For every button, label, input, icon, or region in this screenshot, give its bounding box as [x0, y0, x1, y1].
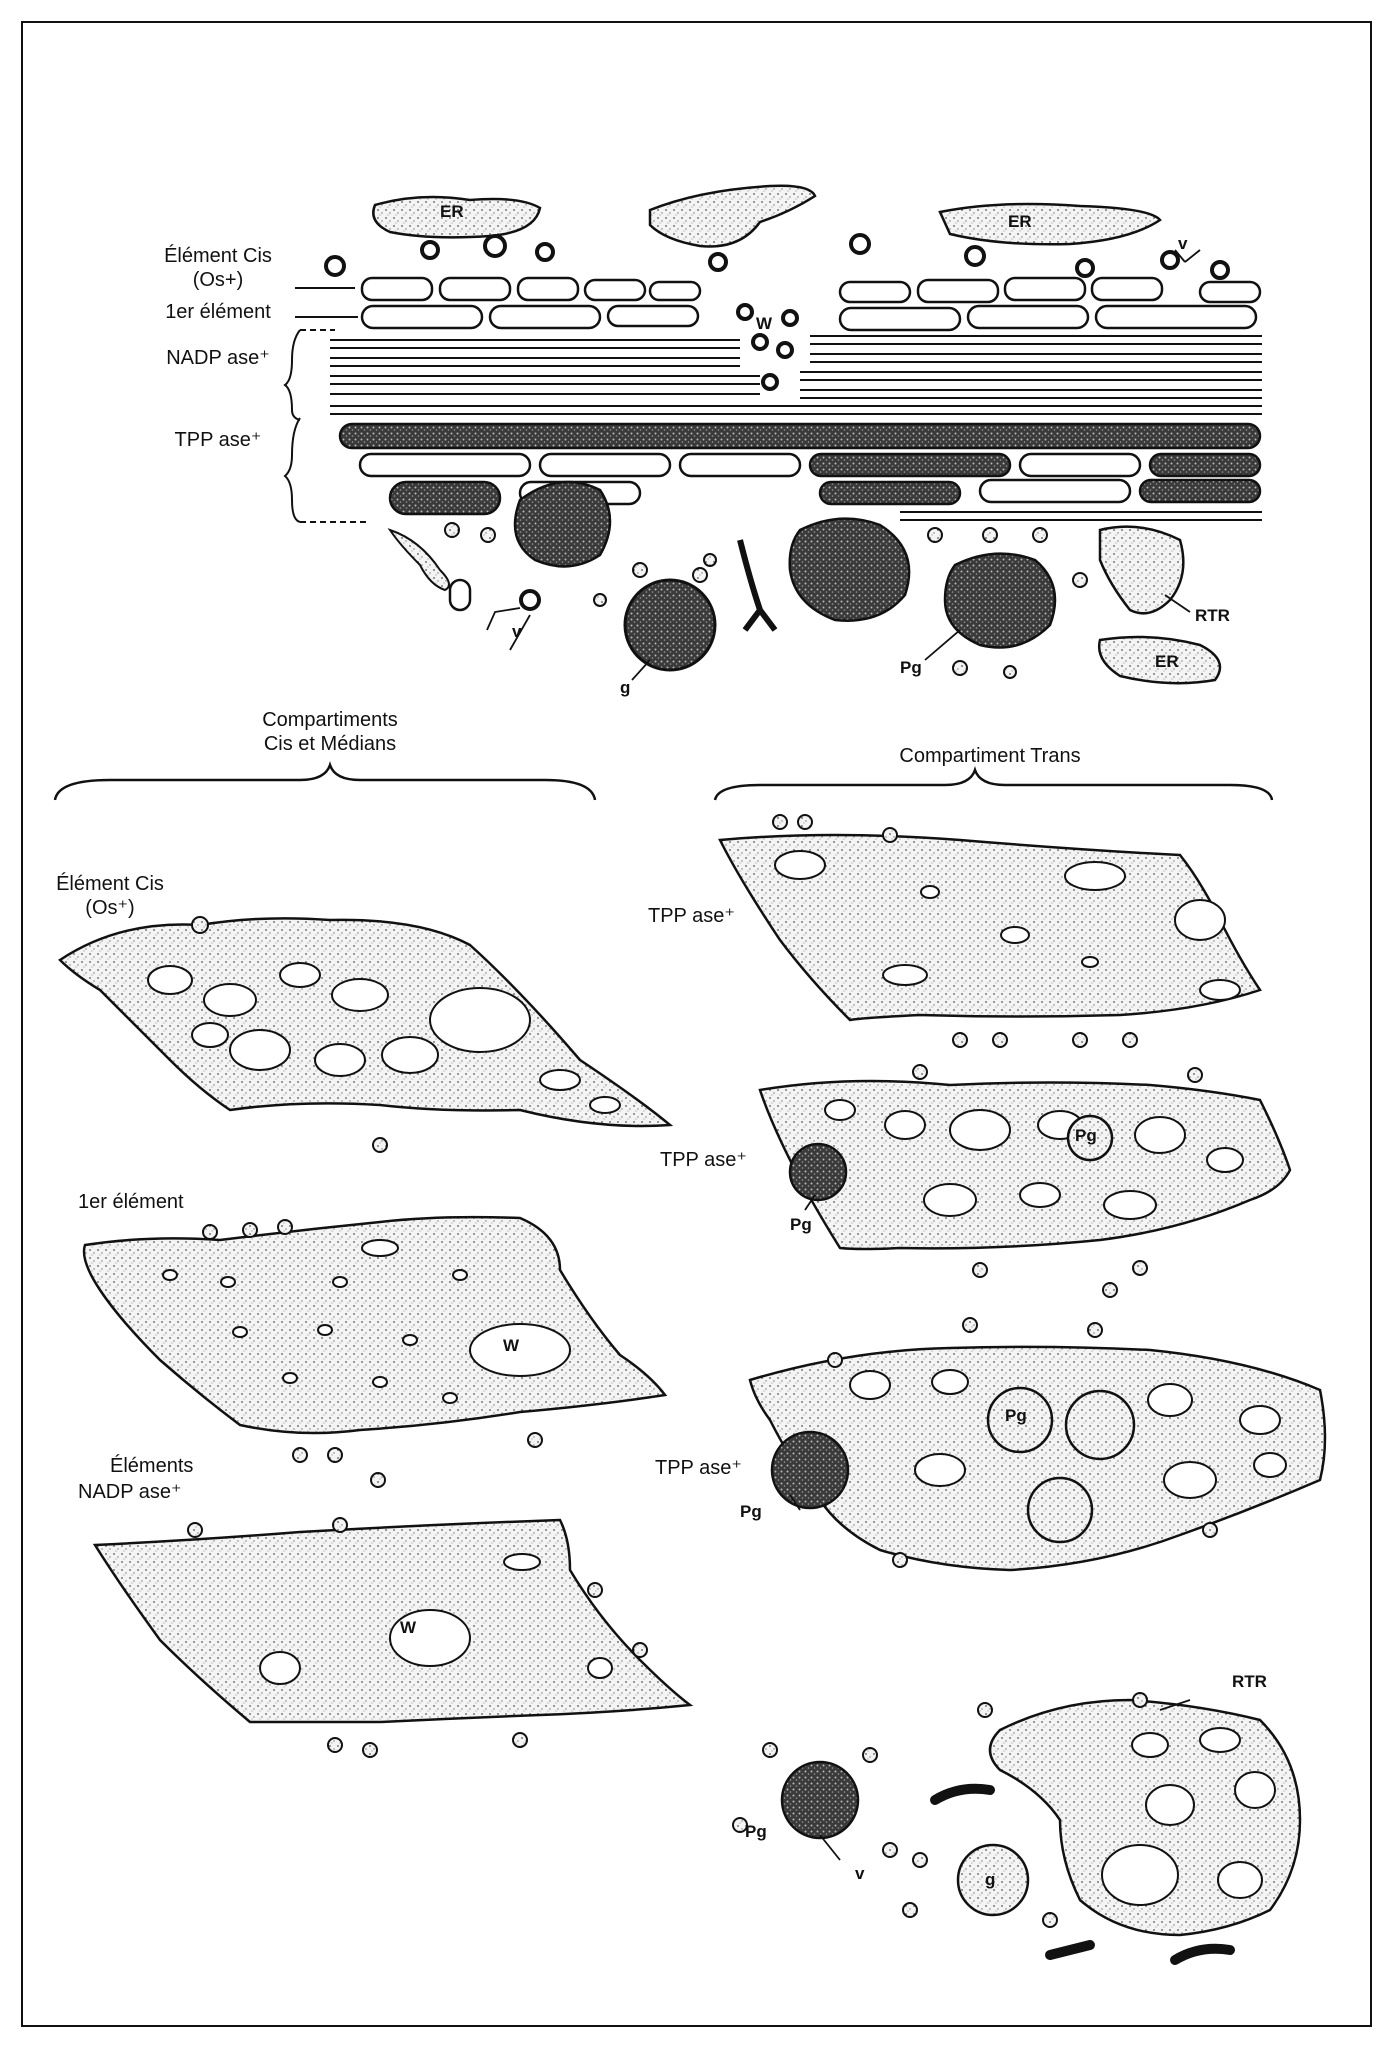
figure-frame — [21, 21, 1372, 2027]
vesicles-bottom — [444, 522, 1088, 679]
tubule-bottom-b — [1170, 1943, 1235, 1965]
label-cis-element-top: Élément Cis — [164, 245, 272, 267]
label-pg-b: Pg — [790, 1215, 812, 1234]
cis-median-panel — [53, 761, 694, 1758]
label-pg-d: Pg — [740, 1502, 762, 1521]
first-element-sheet — [82, 1215, 668, 1435]
label-er-bottom: ER — [1155, 652, 1179, 671]
pg-granule-net3-d — [770, 1430, 850, 1510]
nadp-element-holes — [259, 1553, 613, 1685]
vesicles-left-panel — [187, 916, 648, 1758]
heading-cis-median-2: Cis et Médians — [263, 733, 397, 755]
trans-network-2-holes — [824, 1099, 1244, 1220]
label-cis-element-bottom: Élément Cis — [56, 873, 164, 895]
rtr-network-top — [1098, 525, 1185, 615]
label-cis-os-top: (Os+) — [192, 269, 244, 291]
pg-granule-net3-b — [1064, 1389, 1136, 1461]
label-nadp-top: NADP ase⁺ — [166, 347, 270, 369]
label-first-element-top: 1er élément — [165, 301, 271, 323]
label-pg-e: Pg — [745, 1822, 767, 1841]
rtr-network-holes — [1101, 1727, 1276, 1906]
label-cis-os-bottom: (Os⁺) — [85, 897, 135, 919]
er-profile-left — [372, 195, 542, 239]
brace-trans — [713, 766, 1274, 801]
trans-sheet-1 — [718, 833, 1262, 1022]
label-pg-top: Pg — [900, 658, 922, 677]
label-v-bottom: v — [512, 622, 522, 641]
v-vesicle-bottom — [519, 589, 541, 611]
tubule-bottom-a — [930, 1783, 995, 1805]
heading-cis-median-1: Compartiments — [262, 709, 398, 731]
label-first-element-bottom: 1er élément — [78, 1191, 184, 1213]
vesicles-top — [324, 233, 1230, 391]
tubule-c — [448, 578, 472, 612]
label-pg-a: Pg — [1075, 1126, 1097, 1145]
pg-granule-bottom — [780, 1760, 860, 1840]
label-v-top: v — [1178, 234, 1188, 253]
trans-network-3-holes — [849, 1369, 1287, 1499]
pg-granule-3 — [943, 552, 1057, 649]
tubule-a — [387, 528, 450, 592]
stack-brackets — [283, 287, 370, 523]
label-w-nadp: W — [400, 1618, 417, 1637]
pg-granule-net2-b — [1066, 1114, 1114, 1162]
label-tpp-top: TPP ase⁺ — [174, 429, 262, 451]
tubule-b — [737, 539, 778, 632]
vesicles-right-panel — [732, 814, 1218, 1928]
pg-granule-1 — [513, 480, 612, 568]
brace-cis-median — [53, 761, 597, 801]
leader-lines-top — [486, 249, 1201, 681]
label-tpp-1: TPP ase⁺ — [648, 905, 735, 927]
first-element-pores — [162, 1239, 571, 1404]
pg-granule-net3-c — [1026, 1476, 1094, 1544]
trans-panel — [713, 766, 1327, 1965]
er-profile-right — [938, 202, 1162, 246]
cis-network-holes — [147, 962, 621, 1114]
leader-lines-bottom — [789, 1194, 1191, 1861]
label-tpp-2: TPP ase⁺ — [660, 1149, 747, 1171]
er-profile-bottom — [1097, 635, 1222, 685]
label-w-top: W — [756, 314, 773, 333]
label-pg-c: Pg — [1005, 1406, 1027, 1425]
label-er-middle: ER — [1008, 212, 1032, 231]
label-v-bottom-right: v — [855, 1864, 865, 1883]
g-granule-bottom — [956, 1843, 1030, 1917]
er-profile-middle — [648, 184, 817, 248]
pg-granule-2 — [788, 517, 911, 622]
golgi-stack-section — [283, 184, 1262, 685]
pg-granule-net3-a — [986, 1386, 1054, 1454]
label-nadp-elements-2: NADP ase⁺ — [78, 1481, 182, 1503]
label-g-top: g — [620, 678, 631, 697]
label-er-left: ER — [440, 202, 464, 221]
label-g-bottom: g — [985, 1870, 996, 1889]
cisternae-stack — [330, 276, 1262, 521]
tubule-bottom-c — [1045, 1940, 1095, 1960]
heading-trans: Compartiment Trans — [899, 745, 1081, 767]
nadp-element-sheet — [92, 1518, 694, 1724]
cis-network-sheet — [58, 917, 674, 1128]
label-nadp-elements-1: Éléments — [110, 1455, 194, 1477]
g-granule-top — [623, 578, 717, 672]
label-rtr-top: RTR — [1195, 606, 1230, 625]
label-tpp-3: TPP ase⁺ — [655, 1457, 742, 1479]
label-rtr-bottom: RTR — [1232, 1672, 1267, 1691]
pg-granule-net2-a — [788, 1142, 848, 1202]
label-w-first-element: W — [503, 1336, 520, 1355]
trans-sheet-1-holes — [774, 850, 1241, 1001]
